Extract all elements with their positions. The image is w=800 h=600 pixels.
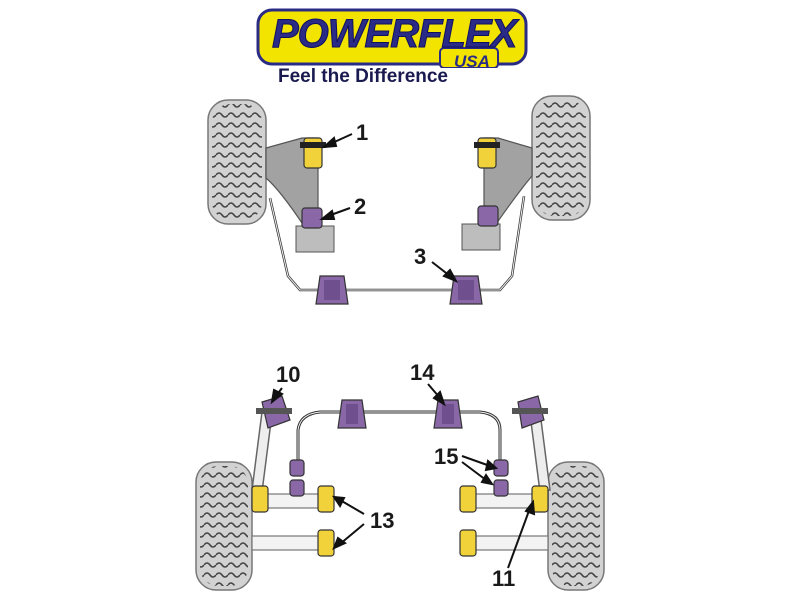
callout-1: 1 <box>356 120 369 145</box>
rear-anti-roll-bar-bushes <box>337 399 463 429</box>
logo-badge <box>256 8 528 68</box>
front-wishbone-bushes <box>300 137 500 229</box>
front-left-wishbone <box>265 137 335 253</box>
logo-region: USA <box>454 52 490 71</box>
callout-14: 14 <box>410 360 435 385</box>
rear-anti-roll-bar <box>296 410 502 468</box>
rear-link-bushes <box>251 485 549 557</box>
rear-left-tyre <box>195 461 253 591</box>
front-callout-arrows <box>319 133 459 284</box>
powerflex-logo: POWERFLEX USA <box>254 6 530 71</box>
callout-13: 13 <box>370 508 395 533</box>
front-right-wishbone <box>461 137 533 251</box>
rear-right-tyre <box>547 461 605 591</box>
callout-15: 15 <box>434 444 459 469</box>
front-right-tyre <box>531 95 591 221</box>
callout-3: 3 <box>414 244 427 269</box>
front-left-tyre <box>207 99 267 225</box>
callout-11: 11 <box>492 566 516 591</box>
rear-lateral-links <box>251 493 549 551</box>
callout-10: 10 <box>276 362 301 387</box>
front-anti-roll-bar <box>268 195 526 292</box>
rear-callout-arrows <box>270 383 536 569</box>
callout-2: 2 <box>354 194 367 219</box>
logo-wordmark: POWERFLEX <box>271 12 517 57</box>
logo-tagline: Feel the Difference <box>278 66 448 87</box>
rear-drop-link-bushes <box>289 459 509 497</box>
front-anti-roll-bar-bushes <box>315 275 483 305</box>
